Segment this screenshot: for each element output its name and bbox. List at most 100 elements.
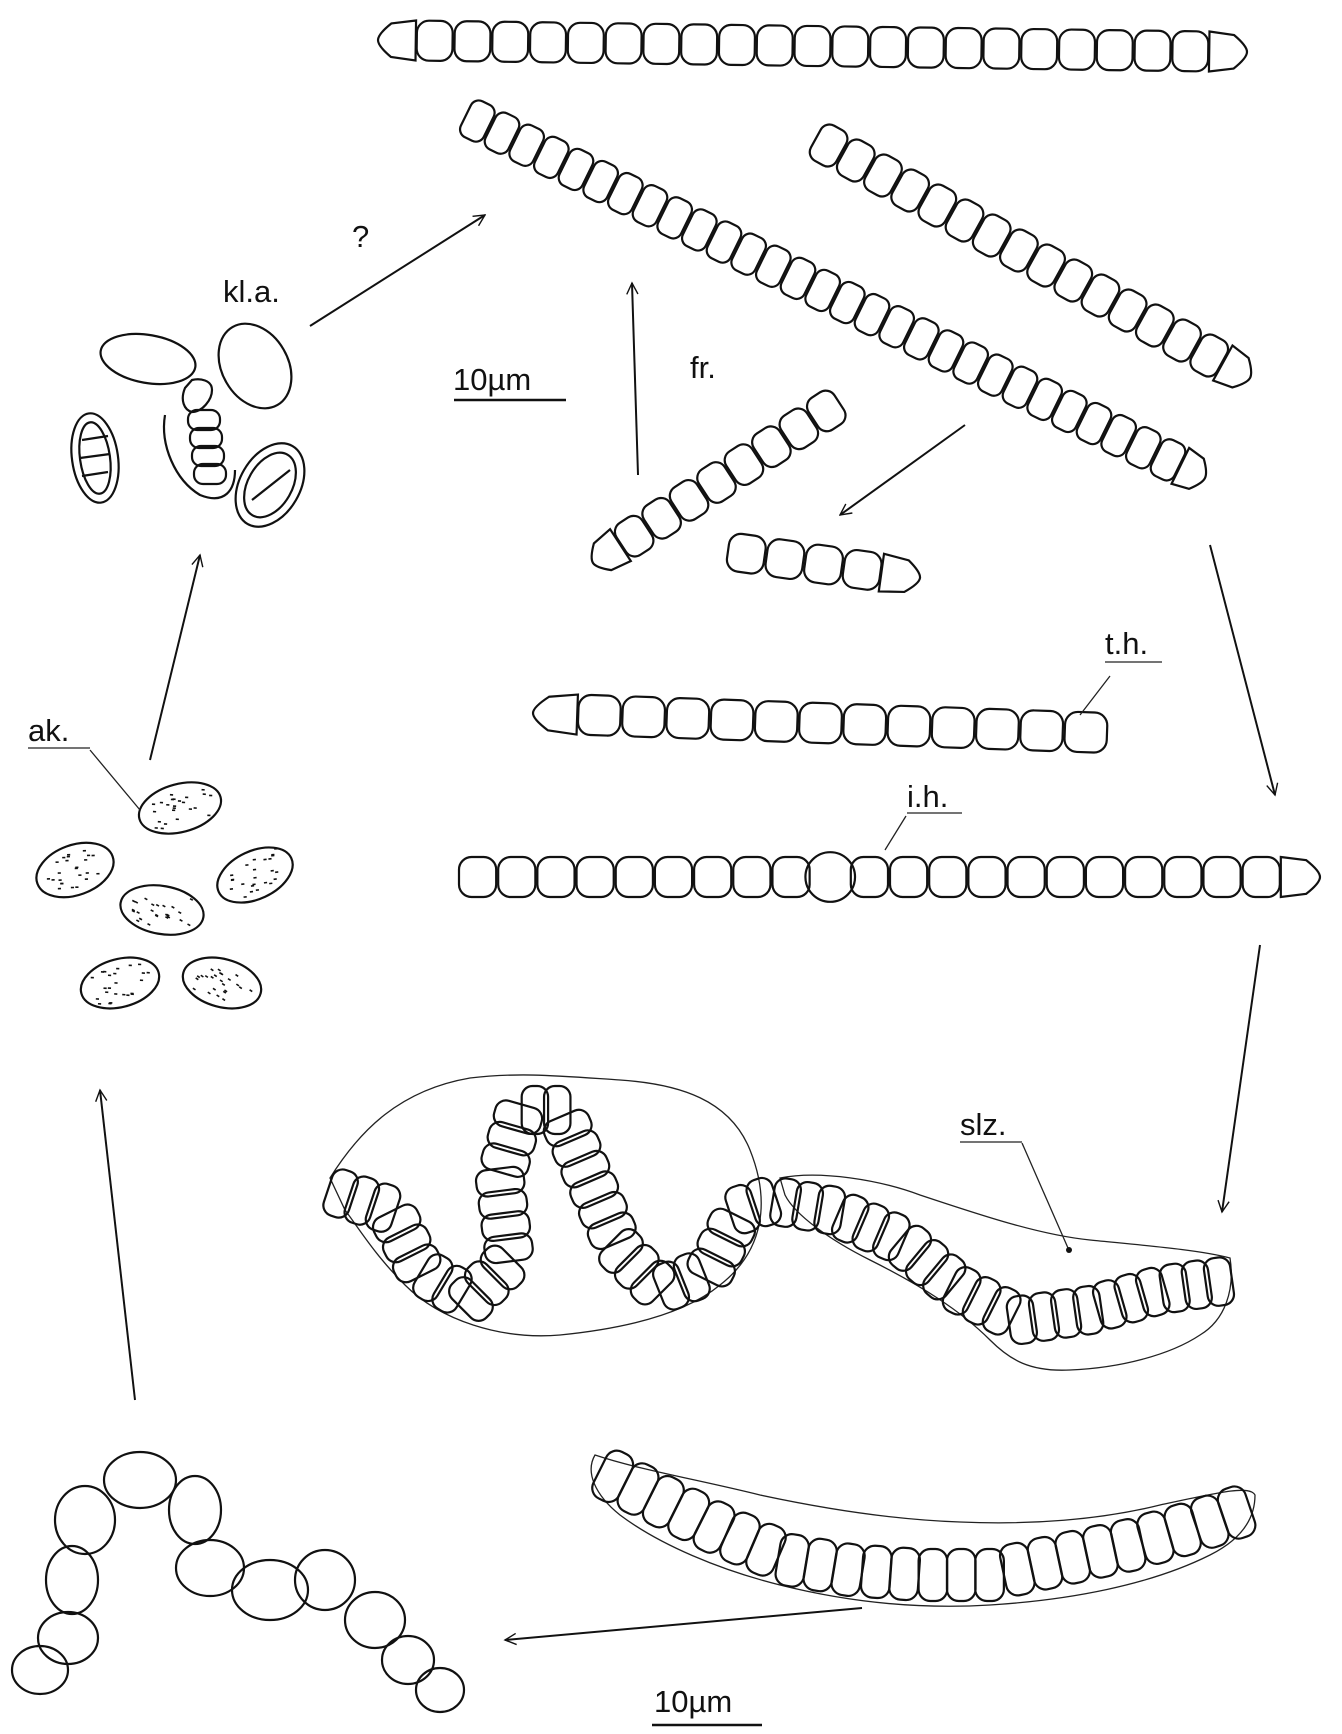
vegetative-cell [769,1177,803,1229]
vegetative-cell [849,1200,892,1255]
arrow-right-down-2 [1222,945,1260,1212]
vegetative-cell [1180,1259,1213,1310]
slime-label: slz. [960,1107,1007,1142]
vegetative-cell [827,279,867,326]
vegetative-cell [605,170,645,217]
vegetative-cell [757,25,793,65]
germling-cell [382,1636,434,1684]
filament-diagonal-long [457,97,1214,495]
vegetative-cell [671,1250,713,1304]
vegetative-cell [1049,388,1089,435]
vegetative-cell [942,196,987,245]
vegetative-cell [803,543,845,586]
vegetative-cell [754,701,798,742]
vegetative-cell [1133,1265,1172,1318]
vegetative-cell [479,1141,532,1180]
vegetative-cell [1008,857,1045,897]
vegetative-cell [1086,857,1123,897]
vegetative-cell [1005,1294,1038,1345]
arrow-fragment-up [632,283,638,475]
vegetative-cell [622,696,666,737]
akinete [133,774,227,842]
vegetative-cell [772,857,809,897]
vegetative-cell [710,699,754,740]
vegetative-cell [643,24,679,64]
germling-cell [38,1612,98,1664]
vegetative-cell [728,231,768,278]
vegetative-cell [803,387,850,436]
vegetative-cell [833,136,878,185]
terminal-cell [1281,857,1320,897]
vegetative-cell [480,1210,531,1242]
akinete [209,836,302,913]
vegetative-cell [654,194,694,241]
vegetative-cell [1164,857,1201,897]
vegetative-cell [806,121,851,170]
vegetative-cell [567,1168,622,1211]
vegetative-cell [578,695,622,736]
terminal-cell [1213,345,1260,395]
vegetative-cell [733,857,770,897]
vegetative-cell [1098,412,1138,459]
vegetative-cell [530,22,566,62]
heterocyte-cell [805,852,855,902]
vegetative-cell [1020,710,1064,751]
vegetative-cell [693,458,740,507]
vegetative-cell [568,23,604,63]
vegetative-cell [537,857,574,897]
vegetative-cell [945,28,981,68]
vegetative-cell [1047,857,1084,897]
vegetative-cell [558,1148,613,1191]
vegetative-cell [753,243,793,290]
vegetative-cell [1097,30,1133,70]
vegetative-cell [638,494,685,543]
vegetative-cell [725,532,767,575]
germling-filament [12,1452,464,1712]
terminal-cell [532,693,578,735]
vegetative-cell [475,1166,526,1198]
vegetative-cell [1000,364,1040,411]
vegetative-cell [947,1549,976,1601]
vegetative-cell [975,352,1015,399]
vegetative-cell [843,704,887,745]
akinete-label: ak. [28,713,69,748]
vegetative-cell [1021,29,1057,69]
akinete [116,879,207,941]
ak-leader-line [90,750,140,810]
vegetative-cell [861,151,906,200]
vegetative-cell [1105,286,1150,335]
vegetative-cell [969,211,1014,260]
vegetative-cell [931,707,975,748]
vegetative-cell [926,327,966,374]
vegetative-cell [1078,271,1123,320]
arrow-akinete-up [150,555,200,760]
germling-cell [176,1540,244,1596]
vegetative-cell [1243,857,1280,897]
vegetative-cell [605,23,641,63]
vegetative-cell [584,1209,639,1252]
vegetative-cell [1134,30,1170,70]
vegetative-cell [454,21,490,61]
vegetative-cell [1074,400,1114,447]
vegetative-cell [417,21,453,61]
vegetative-cell [666,476,713,525]
vegetative-cell [852,291,892,338]
emerging-filament [164,379,235,498]
germling-cell [55,1486,115,1554]
vegetative-cell [997,226,1042,275]
vegetative-cell [485,1119,538,1158]
vegetative-cell [939,1263,984,1318]
vegetative-cell [764,538,806,581]
arrow-right-down-1 [1210,545,1275,795]
vegetative-cell [887,705,931,746]
vegetative-cell [908,27,944,67]
vegetative-cell [851,857,888,897]
vegetative-cell [979,1283,1024,1338]
vegetative-cell [950,339,990,386]
scale-label-top: 10µm [453,362,531,397]
germling-cell [46,1546,98,1614]
vegetative-cell [457,97,497,144]
vegetative-cell [595,1225,648,1278]
vegetative-cell [630,182,670,229]
